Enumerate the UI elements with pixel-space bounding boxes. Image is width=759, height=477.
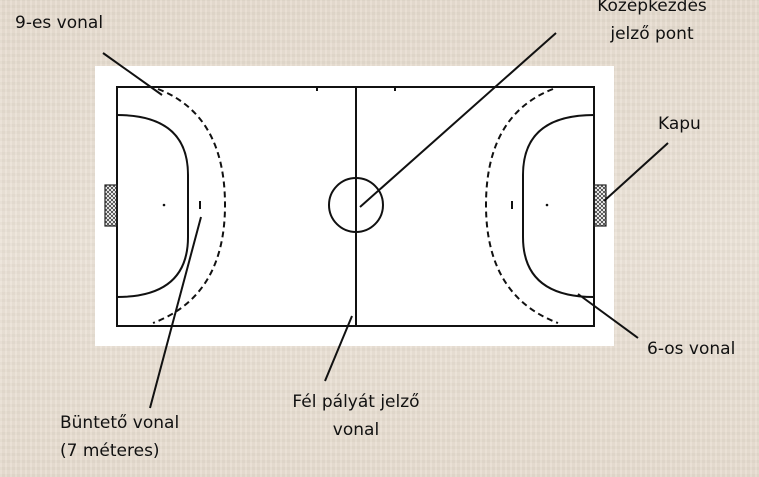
label-goal-text: Kapu [658, 114, 701, 134]
pointer-penalty-line [149, 216, 202, 409]
center-circle [328, 177, 384, 233]
label-six-m-line: 6-os vonal [647, 337, 735, 361]
label-center-mark-line1: Középkezdés [597, 0, 707, 16]
label-goal: Kapu [658, 112, 701, 136]
goalkeeper-mark-right [545, 203, 549, 207]
goal-right [593, 184, 607, 227]
free-throw-line-left [152, 88, 227, 324]
court-panel [95, 66, 614, 346]
pointer-half-line [324, 315, 353, 382]
free-throw-line-right [484, 88, 559, 324]
goal-area-line-right [522, 114, 595, 298]
label-nine-m-line-text: 9-es vonal [15, 13, 104, 33]
pointer-nine-m-line [102, 52, 163, 96]
label-center-mark: Középkezdés jelző pont [577, 0, 727, 46]
label-center-mark-line2: jelző pont [610, 24, 694, 44]
label-penalty-line: Büntető vonal (7 méteres) [60, 411, 179, 463]
label-penalty-line-line1: Büntető vonal [60, 413, 180, 433]
goalkeeper-mark-left [162, 203, 166, 207]
label-half-line-line2: vonal [332, 420, 380, 440]
pointer-six-m-line [577, 293, 639, 339]
label-penalty-line-line2: (7 méteres) [60, 441, 160, 461]
label-six-m-line-text: 6-os vonal [647, 339, 736, 359]
label-nine-m-line: 9-es vonal [15, 11, 103, 35]
label-half-line: Fél pályát jelző vonal [270, 390, 442, 442]
pointer-center-mark [359, 32, 557, 208]
label-half-line-line1: Fél pályát jelző [292, 392, 420, 412]
pointer-goal [603, 142, 669, 202]
goal-left [104, 184, 118, 227]
goal-area-line-left [116, 114, 189, 298]
